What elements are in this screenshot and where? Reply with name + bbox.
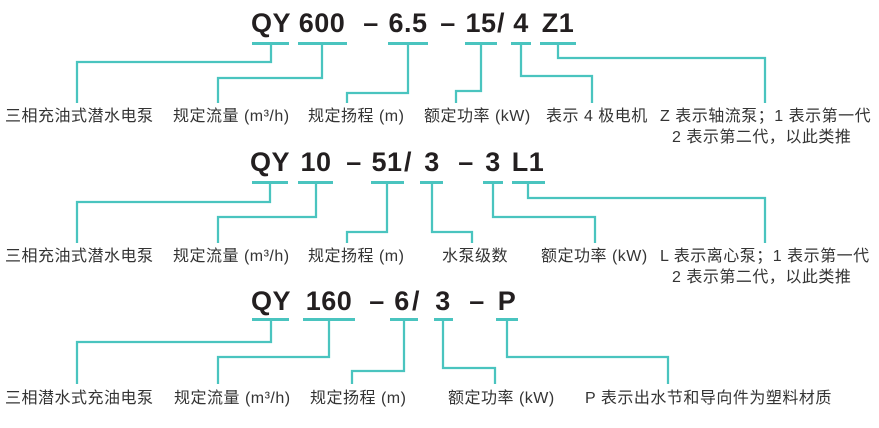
- model2-dash-1: –: [346, 147, 362, 177]
- model1-label-pump-type: 三相充油式潜水电泵: [5, 108, 154, 125]
- model1-dash-1: –: [363, 8, 379, 38]
- model3-seg-power: 3: [435, 286, 451, 316]
- model1-underline-series: [540, 42, 576, 45]
- model2-underline-flow: [298, 181, 333, 184]
- model1-label-head: 规定扬程 (m): [308, 108, 405, 125]
- model3-seg-material: P: [497, 286, 517, 316]
- model1-connector-power: [454, 45, 483, 103]
- model3-underline-flow: [303, 318, 355, 321]
- model1-connector-series: [556, 45, 767, 103]
- model3-seg-flow: 160: [305, 286, 353, 316]
- model3-label-flow: 规定流量 (m³/h): [174, 390, 291, 407]
- model3-connector-prefix: [75, 321, 273, 384]
- model2-connector-series: [526, 184, 767, 243]
- model2-underline-head: [371, 181, 404, 184]
- model1-seg-head: 6.5: [388, 8, 428, 38]
- model1-connector-prefix: [75, 45, 273, 103]
- model3-connector-flow: [216, 321, 331, 384]
- model1-label-series: Z 表示轴流泵；1 表示第一代: [660, 108, 872, 125]
- model1-seg-series: Z1: [541, 8, 575, 38]
- model2-connector-power: [491, 184, 597, 243]
- model3-label-power: 额定功率 (kW): [448, 390, 555, 407]
- model3-underline-material: [496, 318, 518, 321]
- model1-connector-flow: [216, 45, 324, 103]
- model3-seg-head: 6: [394, 286, 410, 316]
- model1-seg-flow: 600: [298, 8, 346, 38]
- model1-underline-flow: [298, 42, 347, 45]
- model3-label-material: P 表示出水节和导向件为塑料材质: [585, 390, 832, 407]
- model1-connector-head: [345, 45, 410, 103]
- model2-seg-power: 3: [485, 147, 501, 177]
- model2-label-flow: 规定流量 (m³/h): [173, 248, 290, 265]
- model2-label-series-line2: 2 表示第二代，以此类推: [672, 269, 852, 286]
- model2-connector-head: [345, 184, 389, 243]
- model3-underline-prefix: [252, 318, 289, 321]
- model2-underline-prefix: [252, 181, 288, 184]
- model2-seg-stages: 3: [424, 147, 440, 177]
- model2-underline-stages: [420, 181, 443, 184]
- model1-slash: /: [496, 8, 506, 38]
- model2-underline-power: [483, 181, 503, 184]
- model3-connector-material: [505, 321, 670, 384]
- model3-underline-head: [390, 318, 418, 321]
- model1-connector-poles: [519, 45, 594, 103]
- model3-dash-2: –: [469, 286, 485, 316]
- model1-label-poles: 表示 4 极电机: [546, 108, 648, 125]
- model3-seg-prefix: QY: [250, 286, 292, 316]
- model1-label-flow: 规定流量 (m³/h): [173, 108, 290, 125]
- model2-slash: /: [403, 147, 413, 177]
- model2-seg-series: L1: [511, 147, 545, 177]
- model1-seg-poles: 4: [513, 8, 529, 38]
- model3-slash: /: [411, 286, 421, 316]
- model2-dash-2: –: [458, 147, 474, 177]
- model3-connector-power: [441, 321, 497, 384]
- model1-underline-poles: [511, 42, 531, 45]
- model2-label-series: L 表示离心泵；1 表示第一代: [660, 248, 870, 265]
- model2-connector-prefix: [75, 184, 272, 243]
- model2-connector-flow: [216, 184, 318, 243]
- model3-label-pump-type: 三相潜水式充油电泵: [5, 390, 154, 407]
- model2-label-head: 规定扬程 (m): [308, 248, 405, 265]
- model2-label-power: 额定功率 (kW): [541, 248, 648, 265]
- model2-label-stages: 水泵级数: [442, 248, 509, 265]
- model2-underline-series: [512, 181, 545, 184]
- model1-seg-prefix: QY: [250, 8, 292, 38]
- model3-connector-head: [350, 321, 406, 384]
- model3-label-head: 规定扬程 (m): [310, 390, 407, 407]
- model3-dash-1: –: [369, 286, 385, 316]
- model2-seg-head: 51: [371, 147, 403, 177]
- model2-connector-stages: [430, 184, 474, 243]
- model1-underline-prefix: [252, 42, 289, 45]
- model1-label-series-line2: 2 表示第二代，以此类推: [672, 129, 852, 146]
- model2-seg-flow: 10: [300, 147, 332, 177]
- model1-underline-power: [465, 42, 497, 45]
- model1-underline-head: [388, 42, 428, 45]
- model1-label-power: 额定功率 (kW): [424, 108, 531, 125]
- model1-dash-2: –: [440, 8, 456, 38]
- model3-underline-power: [434, 318, 453, 321]
- model2-label-pump-type: 三相充油式潜水电泵: [5, 248, 154, 265]
- model2-seg-prefix: QY: [249, 147, 291, 177]
- model1-seg-power: 15: [465, 8, 497, 38]
